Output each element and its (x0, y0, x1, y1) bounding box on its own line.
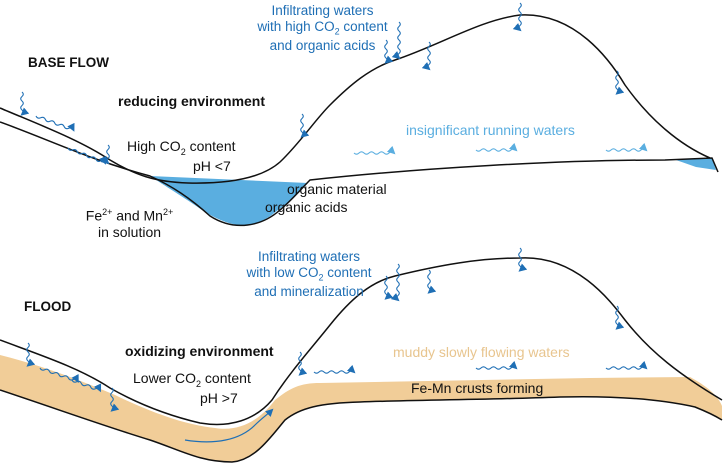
base-ions-line: Fe2+ and Mn2+ (72, 207, 187, 224)
flood-infiltration-arrow (615, 305, 625, 330)
base-co2-prefix: High CO (127, 138, 181, 154)
flood-co2-suffix: content (201, 370, 251, 386)
flood-infiltration-arrow (390, 263, 400, 302)
base-co2-suffix: content (185, 138, 236, 154)
flood-infiltration-arrow (26, 342, 36, 367)
base-ions-label: Fe2+ and Mn2+ in solution (72, 207, 187, 241)
flood-infiltration-arrow (110, 387, 120, 412)
base-infiltration-arrow (300, 113, 310, 138)
base-flow-title: BASE FLOW (28, 55, 109, 70)
base-water-right (676, 158, 716, 170)
flood-channel-outline (0, 389, 723, 463)
flood-co2-sub: 2 (196, 378, 202, 389)
base-co2-sub: 2 (180, 146, 186, 157)
base-ions-and-mn: and Mn (112, 207, 163, 224)
base-co2-label: High CO2 content (127, 138, 236, 158)
base-infiltration-arrow (384, 39, 394, 64)
flood-infiltration-line2-prefix: with low CO (246, 265, 319, 281)
base-infiltration-arrow (100, 144, 110, 165)
flood-infiltration-arrow (298, 351, 308, 376)
flood-runoff-arrow (39, 367, 79, 383)
flood-valley-outline (0, 257, 723, 426)
flood-environment-label: oxidizing environment (125, 343, 274, 359)
base-infiltration-arrow (20, 91, 30, 116)
flood-runoff-arrow (71, 379, 102, 393)
base-infiltration-co2-sub: 2 (334, 26, 340, 37)
base-organic-acids-label: organic acids (265, 199, 348, 215)
base-infiltration-arrow (391, 21, 401, 60)
base-environment-label: reducing environment (118, 93, 266, 109)
base-channel-outline (0, 121, 719, 227)
base-running-arrow (475, 142, 518, 152)
base-ions-mn-sup: 2+ (162, 207, 174, 217)
base-runoff-arrow (35, 115, 75, 132)
flood-infiltration-arrow (427, 269, 437, 294)
flood-co2-label: Lower CO2 content (133, 370, 251, 390)
flood-infiltration-line1: Infiltrating waters (257, 249, 361, 264)
base-ions-fe-sup: 2+ (102, 207, 113, 217)
flood-crusts-label: Fe-Mn crusts forming (411, 380, 544, 396)
base-infiltration-label: Infiltrating waters with high CO2 conten… (240, 3, 405, 54)
flood-co2-prefix: Lower CO (133, 370, 197, 386)
base-running-waters-label: insignificant running waters (406, 122, 575, 138)
base-infiltration-arrow (421, 41, 431, 71)
flood-infiltration-arrow (518, 247, 528, 272)
flood-infiltration-co2-sub: 2 (318, 272, 324, 283)
flood-infiltration-arrow (384, 275, 394, 300)
base-water-pool (150, 176, 308, 226)
base-in-solution: in solution (97, 224, 162, 241)
flood-flow-arrow (313, 364, 356, 374)
flood-infiltration-label: Infiltrating waters with low CO2 content… (228, 249, 390, 300)
flood-infiltration-line2-suffix: content (323, 265, 372, 281)
base-runoff-arrow (67, 147, 107, 165)
base-infiltration-line2-suffix: content (339, 19, 388, 35)
base-ph-label: pH <7 (193, 158, 231, 174)
flood-sediment-flow-arrow (184, 408, 274, 443)
flood-ph-label: pH >7 (200, 390, 238, 406)
base-infiltration-arrow (512, 2, 522, 32)
arrow-layer (20, 2, 648, 412)
flood-infiltration-line3: and mineralization (254, 283, 364, 299)
base-ions-fe: Fe (85, 207, 103, 224)
base-infiltration-arrow (615, 70, 625, 95)
base-running-arrow (605, 142, 648, 152)
base-infiltration-line2-prefix: with high CO (257, 19, 335, 35)
base-infiltration-line2: with high CO2 content (240, 19, 405, 37)
flood-infiltration-line2: with low CO2 content (228, 265, 390, 283)
flood-muddy-waters-label: muddy slowly flowing waters (393, 344, 570, 360)
base-infiltration-line3: and organic acids (269, 37, 376, 53)
base-infiltration-line1: Infiltrating waters (271, 3, 374, 18)
flood-title: FLOOD (24, 299, 72, 314)
flood-flow-arrow (475, 360, 518, 370)
base-valley-outline (0, 14, 711, 184)
flood-flow-arrow (605, 360, 648, 370)
base-organic-material-label: organic material (287, 181, 387, 197)
base-running-arrow (353, 145, 396, 155)
flood-sediment (0, 355, 722, 462)
